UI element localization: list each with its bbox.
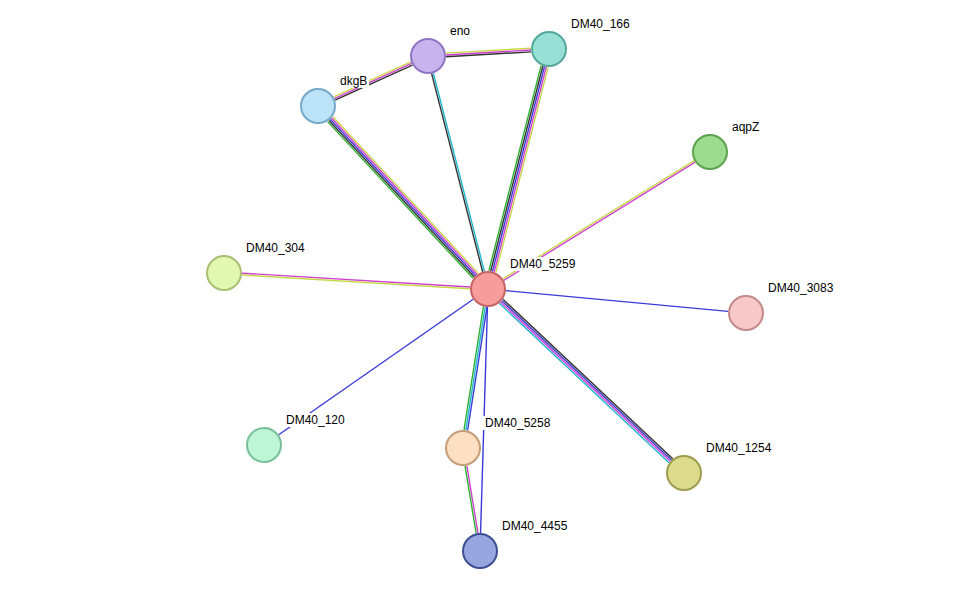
protein-node: DM40_5259 bbox=[470, 271, 506, 307]
evidence-line bbox=[492, 66, 544, 271]
interaction-edge bbox=[506, 291, 728, 312]
evidence-line bbox=[503, 161, 694, 279]
evidence-line bbox=[499, 303, 669, 462]
interaction-edge bbox=[279, 299, 473, 434]
protein-node: DM40_4455 bbox=[462, 533, 498, 569]
node-label: DM40_1254 bbox=[704, 441, 773, 455]
protein-node: eno bbox=[410, 38, 446, 74]
node-label: DM40_166 bbox=[569, 17, 632, 31]
evidence-line bbox=[465, 466, 476, 533]
evidence-line bbox=[464, 307, 483, 430]
node-label: DM40_4455 bbox=[500, 519, 569, 533]
evidence-line bbox=[332, 118, 477, 275]
evidence-line bbox=[330, 119, 475, 276]
evidence-line bbox=[503, 299, 673, 458]
evidence-line bbox=[506, 291, 728, 312]
protein-node: DM40_120 bbox=[246, 427, 282, 463]
node-label: eno bbox=[448, 24, 472, 38]
evidence-line bbox=[494, 67, 546, 272]
evidence-line bbox=[242, 273, 470, 287]
evidence-line bbox=[242, 275, 470, 289]
interaction-edge bbox=[503, 161, 695, 281]
node-label: DM40_3083 bbox=[766, 281, 835, 295]
interaction-edge bbox=[328, 117, 479, 279]
evidence-line bbox=[334, 62, 411, 97]
evidence-line bbox=[333, 117, 478, 274]
protein-node: DM40_5258 bbox=[445, 430, 481, 466]
evidence-line bbox=[335, 65, 412, 100]
interaction-edge bbox=[446, 48, 531, 57]
evidence-line bbox=[496, 67, 548, 272]
evidence-line bbox=[504, 162, 695, 280]
evidence-line bbox=[466, 307, 485, 430]
node-label: DM40_5259 bbox=[508, 257, 577, 271]
evidence-line bbox=[446, 52, 531, 57]
evidence-line bbox=[491, 66, 543, 271]
interaction-edge bbox=[465, 466, 478, 534]
interaction-edge bbox=[489, 66, 548, 273]
interaction-edge bbox=[499, 299, 672, 462]
evidence-line bbox=[467, 466, 478, 533]
node-label: DM40_120 bbox=[284, 413, 347, 427]
interaction-edge bbox=[334, 62, 413, 100]
protein-node: DM40_1254 bbox=[666, 455, 702, 491]
evidence-line bbox=[502, 301, 672, 460]
interaction-edge bbox=[464, 307, 487, 431]
evidence-line bbox=[334, 63, 411, 98]
node-label: dkgB bbox=[338, 74, 369, 88]
evidence-line bbox=[328, 122, 473, 279]
node-label: DM40_304 bbox=[244, 241, 307, 255]
evidence-line bbox=[279, 299, 473, 434]
evidence-line bbox=[329, 120, 474, 277]
evidence-line bbox=[489, 66, 541, 271]
node-label: DM40_5258 bbox=[483, 416, 552, 430]
protein-node: DM40_3083 bbox=[728, 295, 764, 331]
interaction-edge bbox=[242, 273, 470, 289]
protein-node: dkgB bbox=[300, 88, 336, 124]
evidence-line bbox=[501, 302, 671, 461]
protein-node: DM40_304 bbox=[206, 255, 242, 291]
node-label: aqpZ bbox=[730, 120, 761, 134]
protein-node: aqpZ bbox=[692, 134, 728, 170]
protein-node: DM40_166 bbox=[531, 31, 567, 67]
